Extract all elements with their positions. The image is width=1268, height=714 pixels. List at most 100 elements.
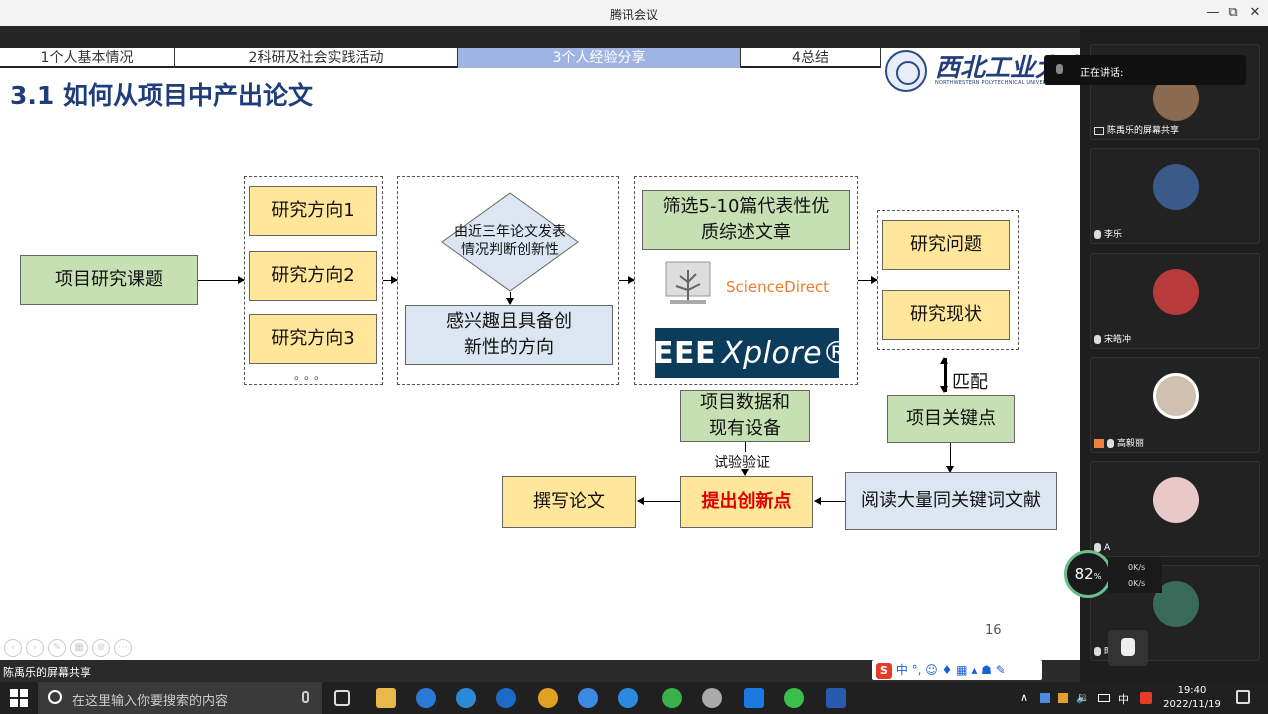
restore-button[interactable]: ⧉ [1228,5,1238,20]
direction-1-box: 研究方向1 [249,186,377,236]
network-gauge[interactable]: 82% [1064,550,1112,598]
participant-tile-5[interactable]: A [1090,461,1260,557]
file-explorer-icon[interactable] [376,688,396,708]
data-equipment-box: 项目数据和现有设备 [680,390,810,442]
research-problem-box: 研究问题 [882,220,1010,270]
participant-tile-3[interactable]: 宋皓冲 [1090,253,1260,349]
word-icon[interactable] [826,688,846,708]
network-percent: 82 [1074,565,1094,583]
participant-avatar-2 [1153,164,1199,210]
more-options-icon[interactable]: ⋯ [114,639,132,657]
slide-heading: 3.1 如何从项目中产出论文 [10,81,313,110]
pen-icon[interactable]: ✎ [48,639,66,657]
search-placeholder: 在这里输入你要搜索的内容 [72,694,229,709]
sciencedirect-logo: ScienceDirect [726,278,830,296]
edge-browser-icon[interactable] [496,688,516,708]
direction-3-box: 研究方向3 [249,314,377,364]
wechat-icon[interactable] [784,688,804,708]
taskbar-clock[interactable]: 19:40 2022/11/19 [1162,684,1222,712]
speaking-indicator: 正在讲话: [1044,55,1246,85]
match-double-arrow [940,357,948,393]
windows-start-icon[interactable] [10,689,28,707]
sogou-ime-toolbar[interactable]: S 中 °, ☺ ♦ ▦ ▴ ☗ ✎ [872,660,1042,680]
sogou-tray-icon[interactable] [1140,692,1152,704]
clock-time: 19:40 [1177,685,1207,696]
shared-slide: 1个人基本情况 2科研及社会实践活动 3个人经验分享 4总结 西北工业大学 NO… [0,48,1080,660]
slides-grid-icon[interactable]: ▦ [70,639,88,657]
participant-avatar-3 [1153,269,1199,315]
arrow-reading-to-innovation [814,497,845,505]
volume-icon[interactable]: 🔉 [1076,691,1090,704]
sogou-icon: S [876,663,892,679]
propose-innovation-box: 提出创新点 [680,476,813,528]
participant-tile-2[interactable]: 李乐 [1090,148,1260,244]
zoom-icon[interactable]: ⊕ [92,639,110,657]
input-language[interactable]: 中 [1118,693,1129,706]
minimize-button[interactable]: — [1206,5,1220,20]
arrow-directions-to-assess [383,276,398,284]
participant-name-4: 高毅丽 [1094,436,1144,449]
arrow-screen-to-research [858,276,878,284]
download-speed: 0K/s [1128,579,1146,588]
more-directions-dots: 。。。 [294,368,331,382]
host-icon [1094,439,1104,448]
xplore-text: Xplore® [722,335,853,371]
university-seal-icon [885,50,927,92]
screen-review-box: 筛选5-10篇代表性优质综述文章 [642,190,850,250]
ieee-text: IEEE [641,335,717,371]
read-literature-box: 阅读大量同关键词文献 [845,472,1057,530]
raise-hand-button[interactable] [1108,630,1148,666]
match-label: 匹配 [952,372,988,393]
network-speed-panel: 0K/s 0K/s [1108,557,1162,593]
participant-avatar-4 [1153,373,1199,419]
connector-data-to-label [745,442,746,452]
project-keywords-box: 项目关键点 [887,395,1015,443]
ie-browser-icon[interactable] [456,688,476,708]
project-topic-box: 项目研究课题 [20,255,198,305]
window-title: 腾讯会议 [609,8,658,22]
green-app-icon[interactable] [662,688,682,708]
task-view-icon[interactable] [334,690,350,706]
literature-group [634,176,858,385]
keyboard-icon[interactable] [1098,694,1110,702]
participant-avatar-5 [1153,477,1199,523]
tray-network-icon[interactable] [1040,693,1050,703]
logo-english-name: NORTHWESTERN POLYTECHNICAL UNIVERSITY [935,80,1059,86]
interest-direction-box: 感兴趣且具备创新性的方向 [405,305,613,365]
tray-app-icon[interactable] [1058,693,1068,703]
meeting-toolbar-strip [0,26,1268,48]
tray-overflow-icon[interactable]: ∧ [1020,691,1029,704]
user-app-icon[interactable] [702,688,722,708]
next-slide-icon[interactable]: › [26,639,44,657]
upload-speed: 0K/s [1128,563,1146,572]
chrome-icon[interactable] [538,688,558,708]
screen-share-icon [1094,126,1104,135]
sogou-browser-icon[interactable] [416,688,436,708]
arrow-assess-to-screen [619,276,635,284]
prev-slide-icon[interactable]: ‹ [4,639,22,657]
participant-name-2: 李乐 [1094,227,1122,240]
participant-tile-4[interactable]: 高毅丽 [1090,357,1260,453]
direction-2-box: 研究方向2 [249,251,377,301]
screen-share-bar: 陈禹乐的屏幕共享 [0,660,1080,682]
ie-alt-icon[interactable] [578,688,598,708]
slide-tab-2: 2科研及社会实践活动 [175,48,458,68]
cortana-icon [48,690,62,704]
verification-label: 试验验证 [714,455,770,471]
screen-share-label: 陈禹乐的屏幕共享 [3,666,91,679]
arrow-innovation-to-writing [637,497,680,505]
taskbar-search[interactable]: 在这里输入你要搜索的内容 [38,682,322,714]
mic-muted-icon [1094,647,1101,656]
percent-sign: % [1093,572,1102,581]
tencent-meeting-icon[interactable] [744,688,764,708]
speaking-label: 正在讲话: [1080,68,1124,79]
voice-search-icon[interactable] [302,691,309,703]
presentation-controls[interactable]: ‹›✎▦⊕⋯ [4,635,136,657]
mic-muted-icon [1094,543,1101,552]
participant-name-3: 宋皓冲 [1094,332,1131,345]
slide-tab-4: 4总结 [741,48,881,68]
ie-alt2-icon[interactable] [618,688,638,708]
slide-page-number: 16 [985,623,1002,638]
close-button[interactable]: ✕ [1249,5,1261,20]
notification-icon[interactable] [1236,690,1250,704]
